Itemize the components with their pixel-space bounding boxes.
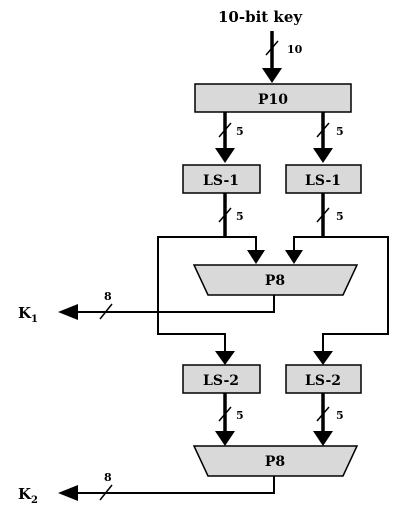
k1-width-slash xyxy=(99,303,113,320)
ls1-right-to-p8-wire xyxy=(293,236,323,252)
k2-width-label: 8 xyxy=(104,471,112,484)
ls1-right-width-label: 5 xyxy=(336,210,344,223)
ls2-right-width-label: 5 xyxy=(336,409,344,422)
p8-bottom-right-input-arrowhead xyxy=(313,431,333,446)
k2-output-wire xyxy=(70,476,275,494)
k2-width-slash xyxy=(99,484,113,501)
k1-label: K xyxy=(18,304,32,322)
k2-label: K xyxy=(18,485,32,503)
p8-top-right-input-arrowhead xyxy=(285,250,303,264)
ls1-left-block xyxy=(182,164,261,194)
ls1-left-bypass-wire xyxy=(157,236,226,353)
k1-output-wire xyxy=(70,295,275,313)
p10-block xyxy=(194,83,352,113)
ls2-right-label: LS-2 xyxy=(305,373,341,389)
ls2-left-width-slash xyxy=(218,406,232,422)
key-width-slash xyxy=(265,40,279,56)
p8-top-left-input-arrowhead xyxy=(247,250,265,264)
p8-bottom-label: P8 xyxy=(265,454,285,470)
ls2-left-label: LS-2 xyxy=(203,373,239,389)
k1-output-arrowhead xyxy=(58,304,78,320)
ls2-left-input-arrowhead xyxy=(215,351,235,365)
p8-top-label: P8 xyxy=(265,273,285,289)
k1-subscript: 1 xyxy=(31,314,38,325)
ls1-left-width-label: 5 xyxy=(236,210,244,223)
ls1-right-label: LS-1 xyxy=(305,173,341,189)
p8-bottom-block xyxy=(192,445,359,477)
ls2-right-input-arrowhead xyxy=(313,351,333,365)
p10-right-output-arrowhead xyxy=(313,148,333,163)
ls1-left-to-p8-wire xyxy=(225,236,257,252)
ls2-right-width-slash xyxy=(316,406,330,422)
p10-right-width-label: 5 xyxy=(336,125,344,138)
k2-output-arrowhead xyxy=(58,485,78,501)
ls1-right-block xyxy=(285,164,362,194)
ls1-left-width-slash xyxy=(218,207,232,223)
k1-width-label: 8 xyxy=(104,290,112,303)
diagram-title: 10-bit key xyxy=(218,8,303,26)
key-width-label: 10 xyxy=(287,43,303,56)
p8-bottom-left-input-arrowhead xyxy=(215,431,235,446)
ls1-right-width-slash xyxy=(316,207,330,223)
key-input-arrowhead xyxy=(262,68,282,83)
p10-label: P10 xyxy=(258,92,288,108)
ls2-left-block xyxy=(182,364,261,394)
p10-left-output-arrowhead xyxy=(215,148,235,163)
ls1-right-bypass-wire xyxy=(322,236,389,353)
p8-top-block xyxy=(192,264,359,296)
p10-left-width-label: 5 xyxy=(236,125,244,138)
ls2-right-block xyxy=(285,364,362,394)
k2-subscript: 2 xyxy=(31,495,38,506)
p10-left-width-slash xyxy=(218,122,232,138)
ls1-left-label: LS-1 xyxy=(203,173,239,189)
ls2-left-width-label: 5 xyxy=(236,409,244,422)
p10-right-width-slash xyxy=(316,122,330,138)
